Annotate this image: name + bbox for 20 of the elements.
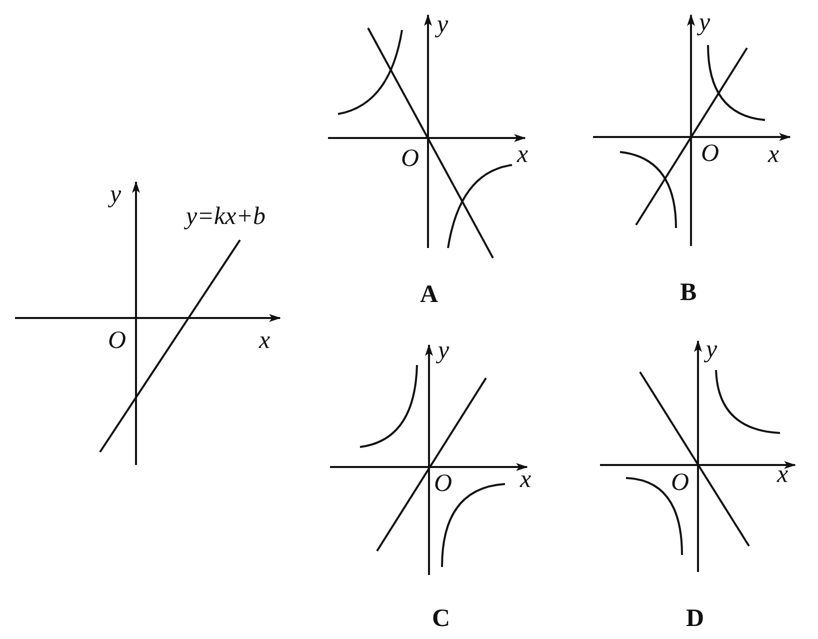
axis-label: x	[259, 328, 270, 353]
origin-label: O	[434, 471, 452, 496]
axis-label: x	[517, 142, 528, 167]
axis-label: x	[768, 142, 780, 167]
axis-label: y	[438, 338, 450, 363]
panel-label: A	[420, 282, 438, 307]
origin-label: O	[108, 328, 126, 353]
axis-label: x	[777, 462, 788, 487]
axis-label: y	[110, 182, 122, 207]
axis-label: y	[699, 10, 710, 35]
origin-label: O	[671, 470, 690, 495]
axis-label: x	[520, 467, 532, 492]
panel-label: D	[686, 606, 704, 631]
panel-label: B	[680, 280, 697, 305]
function-label: y=kx+b	[186, 204, 266, 229]
origin-label: O	[401, 146, 420, 171]
origin-label: O	[701, 141, 720, 166]
panel-label: C	[432, 606, 450, 631]
axis-label: y	[706, 337, 718, 362]
axis-label: y	[437, 12, 448, 37]
